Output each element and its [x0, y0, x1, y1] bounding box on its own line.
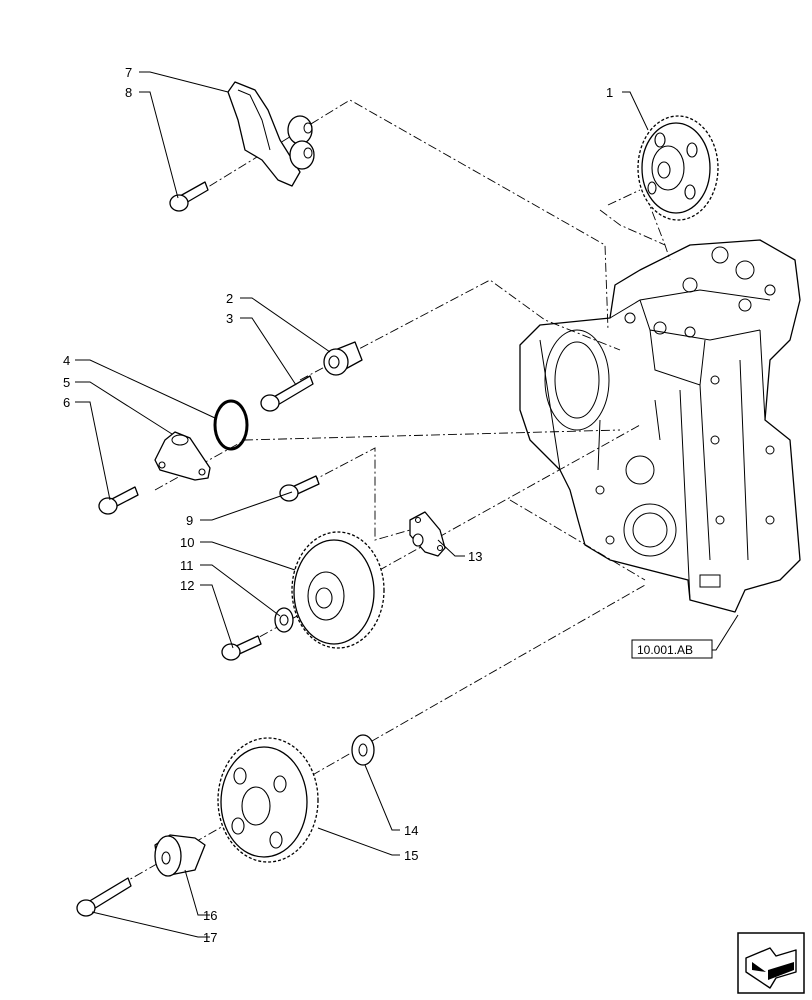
- callout-13: 13: [468, 549, 482, 564]
- callout-2: 2: [226, 291, 233, 306]
- callout-15: 15: [404, 848, 418, 863]
- bolt-part-12: [221, 635, 262, 661]
- bolt-part-17: [76, 877, 132, 917]
- bolt-part-9: [279, 475, 320, 502]
- gear-part-15: [217, 737, 319, 863]
- callout-labels: 1 2 3 4 5 6 7 8 9 10 11 12 13 14 15 16 1…: [63, 65, 613, 945]
- callout-6: 6: [63, 395, 70, 410]
- callout-11: 11: [180, 558, 194, 573]
- callout-14: 14: [404, 823, 418, 838]
- reference-label: 10.001.AB: [637, 643, 693, 657]
- callout-9: 9: [186, 513, 193, 528]
- callout-4: 4: [63, 353, 70, 368]
- callout-17: 17: [203, 930, 217, 945]
- o-ring-part-4: [213, 399, 249, 451]
- flange-part-13: [409, 511, 446, 557]
- thrust-washer-part-14: [351, 734, 375, 766]
- callout-16: 16: [203, 908, 217, 923]
- washer-part-11: [274, 607, 294, 633]
- callout-7: 7: [125, 65, 132, 80]
- leader-lines: [75, 71, 739, 938]
- bracket-part-7: [227, 81, 315, 187]
- callout-3: 3: [226, 311, 233, 326]
- engine-block: [519, 239, 801, 613]
- reference-box[interactable]: 10.001.AB: [631, 639, 713, 659]
- callout-1: 1: [606, 85, 613, 100]
- callout-12: 12: [180, 578, 194, 593]
- hub-part-16: [154, 834, 206, 877]
- next-page-arrow-icon[interactable]: [737, 932, 805, 994]
- bolt-part-6: [98, 486, 139, 515]
- sleeve-part-2: [323, 341, 363, 376]
- bolt-part-3: [260, 375, 314, 412]
- callout-10: 10: [180, 535, 194, 550]
- gear-part-1: [637, 115, 719, 221]
- callout-5: 5: [63, 375, 70, 390]
- cover-plate-part-5: [154, 431, 211, 481]
- gear-part-10: [291, 531, 385, 649]
- bolt-part-8: [169, 181, 209, 212]
- callout-8: 8: [125, 85, 132, 100]
